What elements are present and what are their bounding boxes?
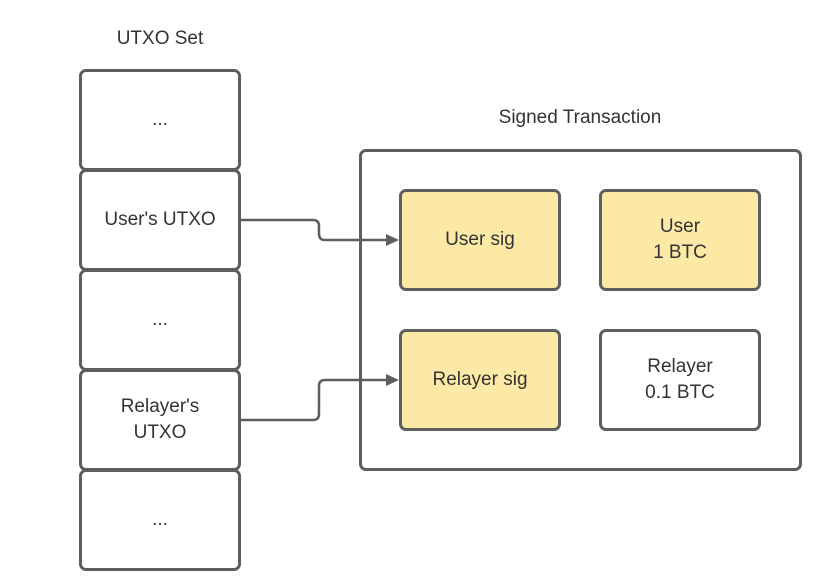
arrowhead-icon	[386, 374, 399, 386]
utxo-set-title: UTXO Set	[116, 28, 204, 49]
output-user: User 1 BTC	[599, 189, 761, 291]
signed-transaction-title: Signed Transaction	[498, 107, 662, 128]
input-user-sig: User sig	[399, 189, 561, 291]
utxo-item: ...	[79, 469, 241, 571]
utxo-item: ...	[79, 269, 241, 371]
utxo-item-label: Relayer's UTXO	[120, 396, 200, 443]
utxo-item-label: ...	[152, 509, 168, 530]
output-relayer: Relayer 0.1 BTC	[599, 329, 761, 431]
utxo-item-label: ...	[152, 309, 168, 330]
input-label: Relayer sig	[432, 369, 528, 390]
utxo-item-relayer: Relayer's UTXO	[79, 369, 241, 471]
connector-user	[241, 218, 388, 242]
utxo-item-label: User's UTXO	[104, 209, 216, 230]
output-label: Relayer 0.1 BTC	[645, 356, 715, 403]
arrowhead-icon	[386, 234, 399, 246]
connector-relayer	[241, 378, 388, 422]
input-relayer-sig: Relayer sig	[399, 329, 561, 431]
output-label: User 1 BTC	[653, 216, 707, 263]
utxo-item-label: ...	[152, 109, 168, 130]
utxo-item-user: User's UTXO	[79, 169, 241, 271]
input-label: User sig	[445, 229, 515, 250]
